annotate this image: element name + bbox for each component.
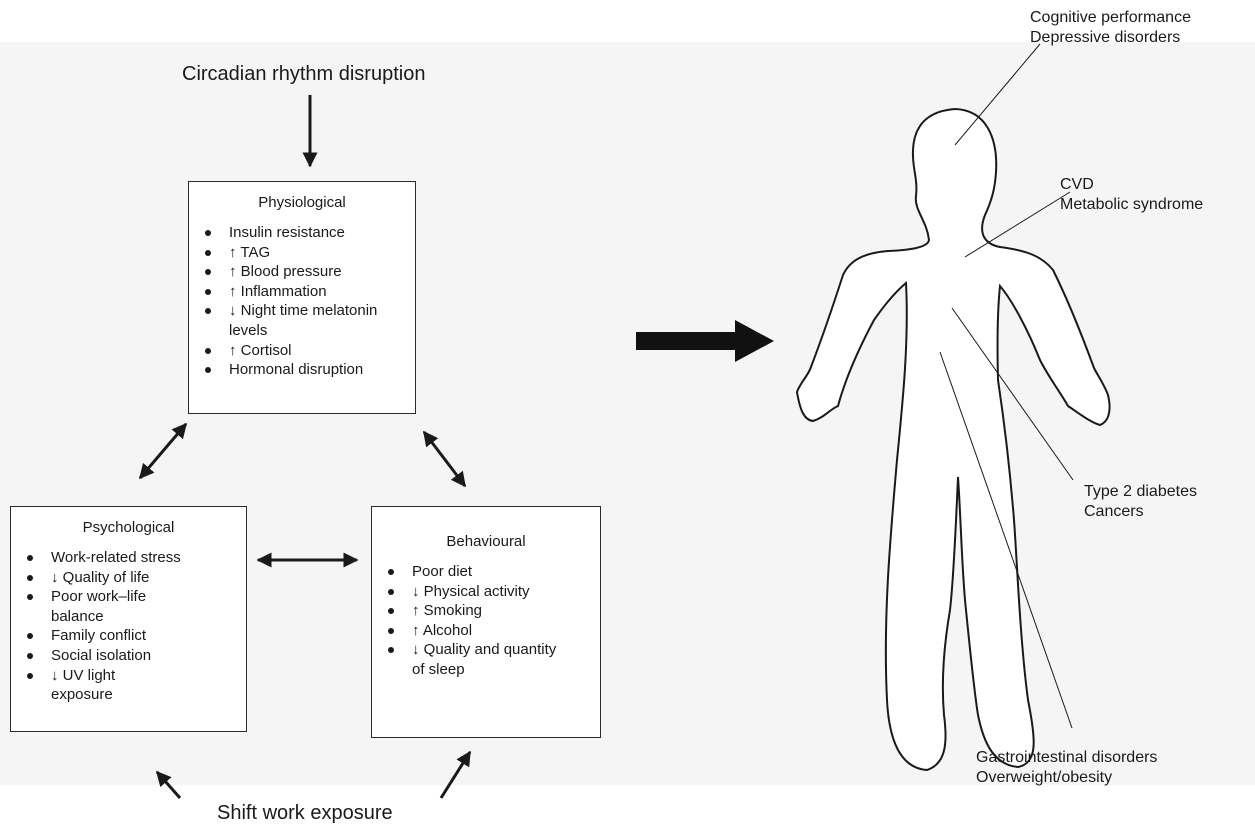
- chest-outcome-line1: CVD: [1060, 176, 1094, 193]
- list-item: Poor work–life balance: [17, 587, 191, 626]
- psychological-title: Psychological: [82, 519, 175, 536]
- psychological-list: Work-related stress ↓ Quality of life Po…: [17, 548, 240, 705]
- list-item: Family conflict: [17, 626, 240, 646]
- list-item: ↓ Physical activity: [378, 582, 594, 602]
- list-item: ↑ Inflammation: [195, 282, 409, 302]
- shift-psych-arrow: [155, 770, 182, 799]
- physiological-box: Physiological Insulin resistance ↑ TAG ↑…: [188, 181, 416, 414]
- physio-psych-arrow: [138, 422, 188, 480]
- gut-leader: [939, 351, 1073, 729]
- list-item: Work-related stress: [17, 548, 240, 568]
- circadian-title: Circadian rhythm disruption: [182, 63, 426, 85]
- physiological-list: Insulin resistance ↑ TAG ↑ Blood pressur…: [195, 223, 409, 380]
- abdomen-leader: [951, 307, 1074, 481]
- head-outcome-line2: Depressive disorders: [1030, 29, 1181, 46]
- list-item: ↓ Quality of life: [17, 568, 240, 588]
- big-arrow: [636, 320, 774, 362]
- list-item: Hormonal disruption: [195, 360, 409, 380]
- list-item: ↑ Cortisol: [195, 341, 409, 361]
- list-item: ↓ Night time melatonin levels: [195, 301, 379, 340]
- list-item: Insulin resistance: [195, 223, 409, 243]
- list-item: Poor diet: [378, 562, 594, 582]
- list-item: ↓ Quality and quantity of sleep: [378, 640, 562, 679]
- human-silhouette: [795, 107, 1111, 772]
- behavioural-title: Behavioural: [446, 533, 526, 550]
- gut-outcome-line2: Overweight/obesity: [976, 769, 1113, 786]
- chest-leader: [964, 191, 1071, 258]
- gut-outcome-line1: Gastrointestinal disorders: [976, 749, 1158, 766]
- list-item: ↑ Blood pressure: [195, 262, 409, 282]
- head-leader: [954, 43, 1041, 146]
- list-item: ↓ UV light exposure: [17, 666, 161, 705]
- abdomen-outcome-line1: Type 2 diabetes: [1084, 483, 1197, 500]
- physio-behav-arrow: [422, 430, 467, 488]
- chest-outcome-line2: Metabolic syndrome: [1060, 196, 1204, 213]
- list-item: ↑ Alcohol: [378, 621, 594, 641]
- physiological-title: Physiological: [258, 194, 346, 211]
- list-item: ↑ TAG: [195, 243, 409, 263]
- abdomen-outcome-line2: Cancers: [1084, 503, 1144, 520]
- shift-behav-arrow: [439, 750, 472, 799]
- list-item: Social isolation: [17, 646, 240, 666]
- behavioural-box: Behavioural Poor diet ↓ Physical activit…: [371, 506, 601, 738]
- behavioural-list: Poor diet ↓ Physical activity ↑ Smoking …: [378, 562, 594, 680]
- list-item: ↑ Smoking: [378, 601, 594, 621]
- shift-work-label: Shift work exposure: [217, 802, 393, 824]
- head-outcome-line1: Cognitive performance: [1030, 9, 1191, 26]
- psychological-box: Psychological Work-related stress ↓ Qual…: [10, 506, 247, 732]
